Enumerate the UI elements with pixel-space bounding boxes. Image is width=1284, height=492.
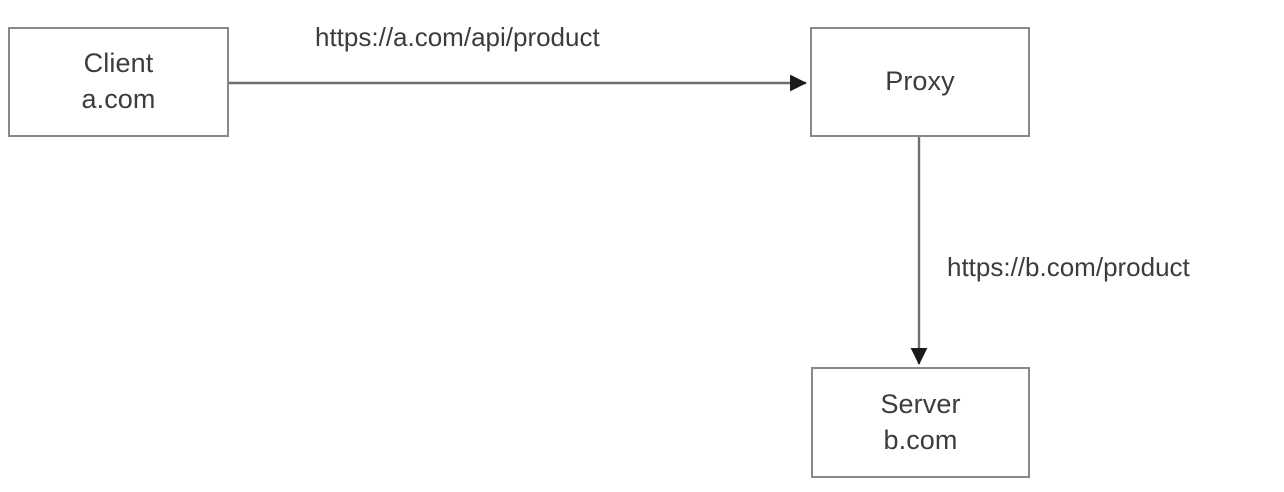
node-client[interactable]: Client a.com	[8, 27, 229, 137]
node-proxy[interactable]: Proxy	[810, 27, 1030, 137]
node-proxy-title: Proxy	[885, 66, 955, 97]
node-server[interactable]: Server b.com	[811, 367, 1030, 478]
node-server-title: Server	[880, 388, 961, 419]
node-server-domain: b.com	[883, 424, 958, 455]
edge-label-proxy-to-server: https://b.com/product	[947, 252, 1190, 282]
node-client-domain: a.com	[81, 84, 156, 114]
edge-label-client-to-proxy: https://a.com/api/product	[315, 22, 600, 52]
node-client-title: Client	[83, 48, 154, 79]
